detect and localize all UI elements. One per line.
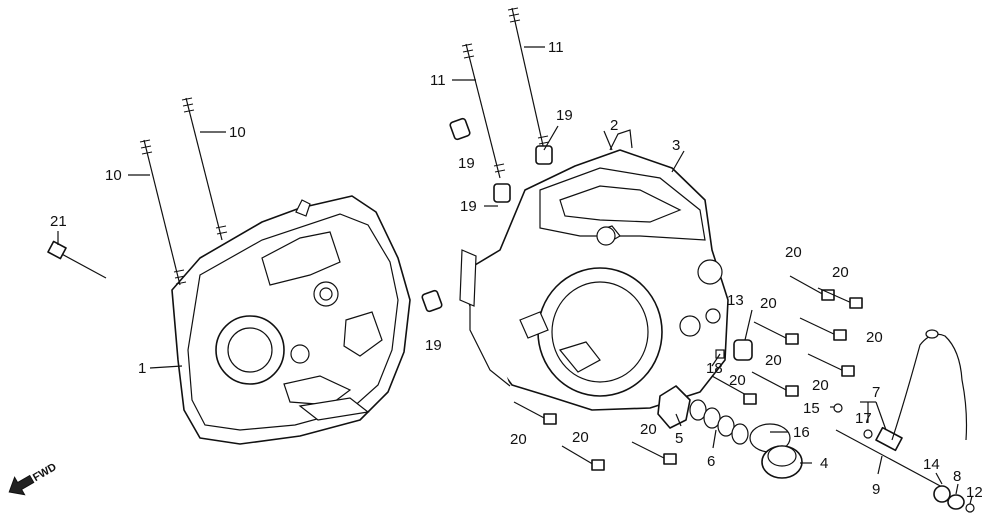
label-19-b: 19: [556, 107, 573, 124]
label-19-c: 19: [460, 198, 477, 215]
label-20-f: 20: [729, 372, 746, 389]
label-1: 1: [138, 360, 146, 377]
label-20-e: 20: [765, 352, 782, 369]
label-7: 7: [872, 384, 880, 401]
leader-lines: [57, 46, 973, 505]
label-17: 17: [855, 410, 872, 427]
label-4: 4: [820, 455, 828, 472]
label-20-b: 20: [832, 264, 849, 281]
label-20-c: 20: [760, 295, 777, 312]
label-16: 16: [793, 424, 810, 441]
right-crankcase: [459, 129, 729, 411]
stud-bolts: [47, 7, 550, 286]
fwd-label: FWD: [31, 461, 59, 484]
label-11-left: 11: [430, 72, 446, 89]
label-20-g: 20: [812, 377, 829, 394]
label-13: 13: [727, 292, 744, 309]
label-10-left: 10: [105, 167, 122, 184]
dowel-pins: [421, 117, 553, 313]
label-3: 3: [672, 137, 680, 154]
label-9: 9: [872, 481, 880, 498]
label-18: 18: [706, 360, 723, 377]
part-labels: 1 2 3 4 5 6 7 8 9 10 10 11 11 12 13 14 1…: [50, 39, 983, 501]
label-15: 15: [803, 400, 820, 417]
label-20-h: 20: [510, 431, 527, 448]
label-2: 2: [610, 117, 618, 134]
label-20-j: 20: [640, 421, 657, 438]
label-12: 12: [966, 484, 983, 501]
label-10-right: 10: [229, 124, 246, 141]
label-21: 21: [50, 213, 67, 230]
label-19-d: 19: [425, 337, 442, 354]
label-19-a: 19: [458, 155, 475, 172]
label-6: 6: [707, 453, 715, 470]
fwd-arrow-icon: FWD: [8, 461, 59, 496]
label-20-d: 20: [866, 329, 883, 346]
label-20-a: 20: [785, 244, 802, 261]
label-5: 5: [675, 430, 683, 447]
left-crankcase: [171, 195, 411, 445]
label-14: 14: [923, 456, 940, 473]
small-parts: [513, 275, 975, 513]
label-11-right: 11: [548, 39, 564, 56]
label-8: 8: [953, 468, 961, 485]
label-20-i: 20: [572, 429, 589, 446]
